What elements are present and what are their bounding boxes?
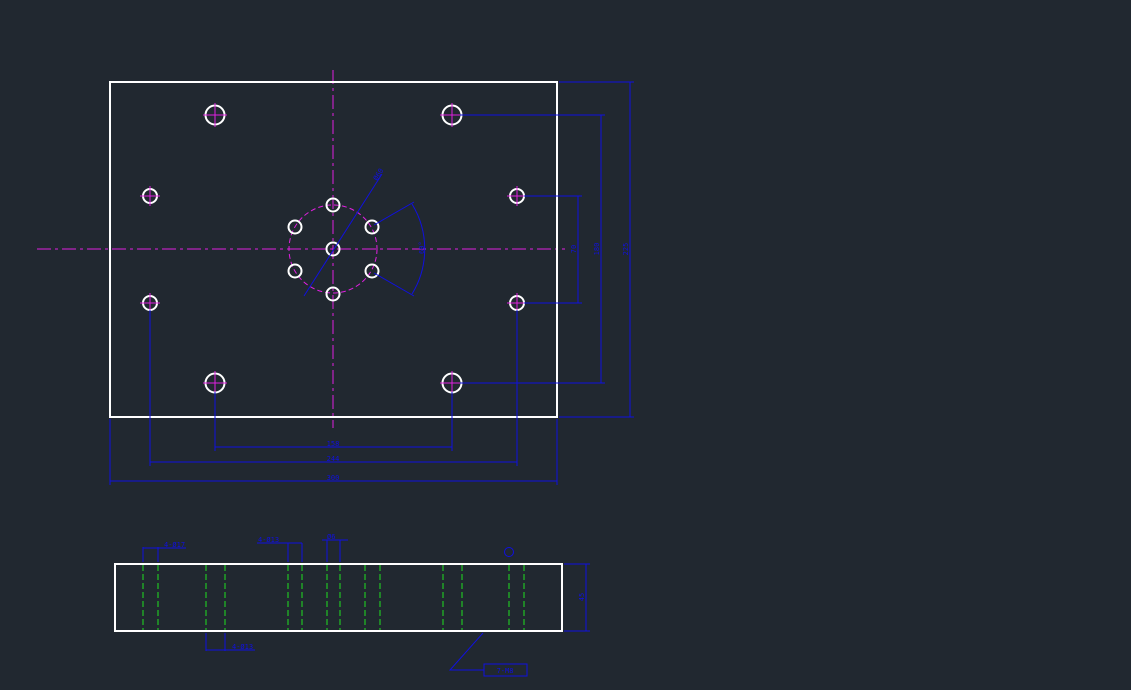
callout-4-phi13: 4-Ø13 (258, 536, 279, 544)
angle-arc (411, 203, 426, 295)
dim-right-overall: 225 (622, 243, 630, 256)
note-text: 7-M8 (497, 667, 514, 675)
surface-finish-symbol (504, 547, 514, 557)
callout-bottom-4-phi13: 4-Ø13 (232, 643, 253, 651)
dim-bottom-middle: 244 (327, 455, 340, 463)
note-box (483, 663, 528, 677)
plan-centerlines (37, 70, 565, 428)
dim-right-inner: 70 (570, 245, 578, 253)
bolt-circle-dims (303, 173, 426, 297)
bolt-circle-angle-label: 60° (418, 241, 426, 254)
bolt-hole[interactable] (325, 286, 341, 302)
plate-outline[interactable] (109, 81, 558, 418)
bolt-hole[interactable] (364, 219, 380, 235)
right-dimension-lines (460, 81, 634, 418)
section-view: 4-Ø17 4-Ø13 Ø6 4-Ø13 45 7-M8 (114, 533, 590, 677)
section-callout-lines (142, 539, 590, 677)
section-outline[interactable] (114, 563, 563, 632)
hidden-hole-lines (142, 565, 525, 631)
bolt-hole[interactable] (287, 263, 303, 279)
dim-thickness: 45 (578, 593, 586, 601)
diameter-leader (303, 173, 383, 297)
callout-phi6: Ø6 (327, 533, 335, 541)
bolt-hole[interactable] (325, 197, 341, 213)
dim-bottom-overall: 300 (327, 474, 340, 482)
dim-bottom-inner: 158 (327, 440, 340, 448)
bottom-dimension-lines (109, 310, 558, 485)
bolt-hole[interactable] (325, 241, 341, 257)
bolt-hole[interactable] (364, 263, 380, 279)
callout-4-phi17: 4-Ø17 (164, 541, 185, 549)
bolt-hole[interactable] (287, 219, 303, 235)
bolt-circle (288, 204, 378, 294)
leader-line (448, 632, 484, 671)
dim-right-middle: 180 (593, 243, 601, 256)
